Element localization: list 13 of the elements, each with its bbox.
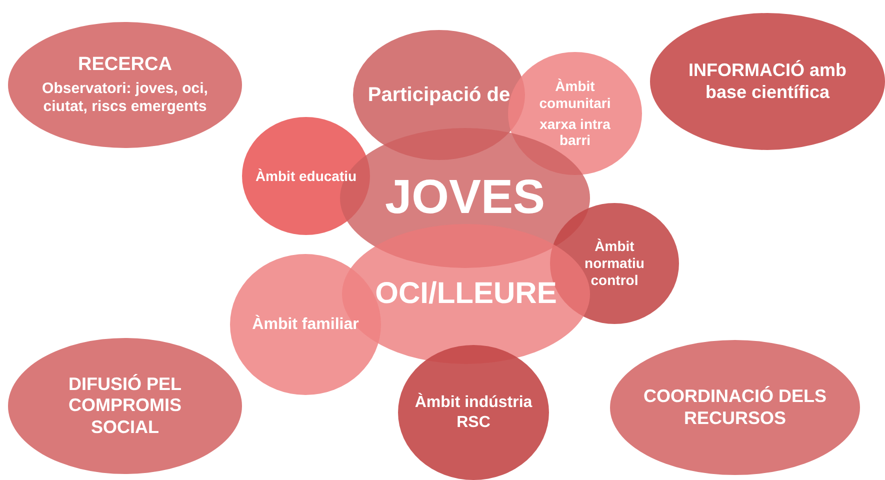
ellipse-heading: Àmbit educatiu	[255, 168, 357, 184]
ellipse-heading: INFORMACIÓ amb base científica	[687, 60, 848, 104]
ellipse-heading: Àmbit indústria RSC	[414, 393, 534, 432]
ellipse-heading: DIFUSIÓ PEL COMPROMIS SOCIAL	[67, 374, 182, 438]
ellipse-heading: JOVES	[384, 170, 546, 226]
ellipse-text: Observatori: joves, oci, ciutat, riscs emergents	[41, 80, 209, 116]
ellipse-heading: OCI/LLEURE	[375, 276, 557, 312]
ellipse-heading: Àmbit normatiu control	[584, 238, 646, 289]
ellipse-heading: COORDINACIÓ DELS RECURSOS	[642, 386, 828, 430]
ellipse-heading: RECERCA	[78, 54, 172, 76]
ellipse-heading: Àmbit familiar	[252, 314, 359, 334]
ellipse-heading: Participació de	[368, 83, 510, 107]
ellipse-text: xarxa intra barri	[538, 116, 612, 150]
